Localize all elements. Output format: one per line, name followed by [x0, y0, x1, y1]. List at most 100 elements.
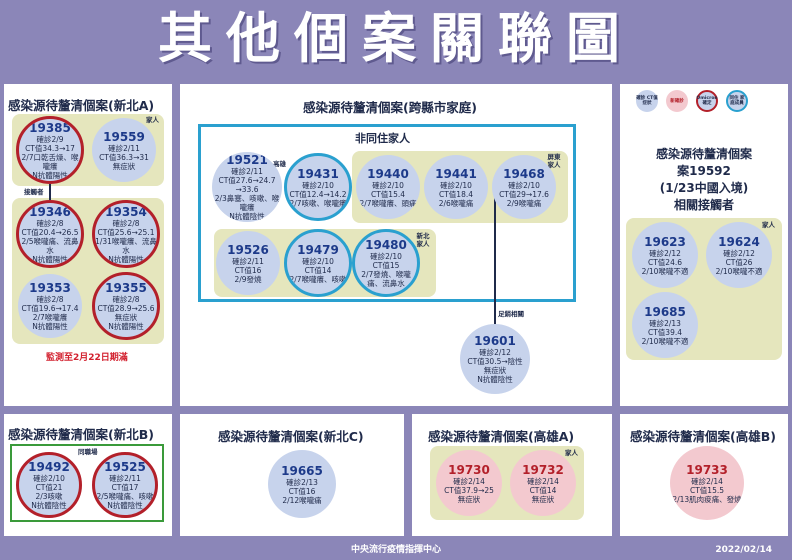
- case-id: 19730: [448, 462, 490, 477]
- case-line: 確診2/11: [109, 474, 141, 483]
- case-id: 19601: [474, 334, 516, 348]
- kaohsiung-a-header: 感染源待釐清個案(高雄A): [428, 429, 575, 444]
- case-node-19353: 19353 確診2/8 CT值19.6→17.4 2/7喉嚨癢 N抗體陽性: [18, 274, 82, 338]
- case-line: 確診2/14: [527, 476, 559, 486]
- case-line: 確診2/8: [112, 295, 140, 304]
- case-line: 2/7喉嚨癢: [32, 313, 68, 322]
- case-id: 19354: [105, 204, 147, 219]
- case-line: CT值26: [725, 257, 753, 267]
- case-line: 確診2/9: [36, 134, 64, 144]
- case-line: 確診2/10: [302, 256, 334, 266]
- case-node-19441: 19441 確診2/10 CT值18.4 2/6喉嚨痛: [424, 155, 488, 219]
- case-id: 19665: [281, 463, 323, 478]
- non-cohabiting-frame: [198, 124, 576, 302]
- legend-omicron: Omicron 確定: [696, 90, 718, 112]
- case-line: N抗體陰性: [31, 501, 67, 510]
- non-cohabiting-label: 非同住家人: [355, 132, 410, 145]
- case-line: N抗體陽性: [108, 254, 144, 264]
- case-node-19346: 19346 確診2/8 CT值20.4→26.5 2/5喉嚨痛、流鼻水 N抗體陽…: [16, 200, 84, 268]
- case-id: 19623: [644, 234, 686, 249]
- case-line: 2/9喉嚨痛: [506, 198, 542, 208]
- case-line: CT值29→17.6: [499, 189, 549, 199]
- case-line: CT值36.3→31: [99, 152, 149, 162]
- case-line: 無症狀: [114, 313, 138, 322]
- case-line: 無症狀: [457, 494, 481, 504]
- case-line: CT值16: [234, 265, 262, 275]
- case-line: 2/10喉嚨不適: [641, 336, 689, 346]
- case-line: 無症狀: [483, 366, 507, 375]
- case-node-19468: 19468 確診2/10 CT值29→17.6 2/9喉嚨痛: [492, 155, 556, 219]
- case-line: 2/13肌肉痠痛、發燒: [672, 494, 742, 504]
- case-line: 確診2/10: [302, 180, 334, 190]
- case-line: CT值12.4→14.2: [289, 189, 347, 199]
- case-line: N抗體陰性: [229, 212, 265, 221]
- case-line: 1/31喉嚨癢、流鼻水: [95, 236, 157, 255]
- newtaipei-c-header: 感染源待釐清個案(新北C): [218, 429, 364, 444]
- case-line: 確診2/14: [691, 476, 723, 486]
- case-line: N抗體陽性: [32, 170, 68, 180]
- case-line: CT值37.9→25: [444, 485, 494, 495]
- case-line: 無症狀: [112, 161, 136, 171]
- case-line: 確診2/11: [108, 143, 140, 153]
- case-line: CT值19.6→17.4: [21, 304, 79, 313]
- case-line: 2/7口乾舌燥、喉嚨癢: [21, 152, 79, 171]
- legend-new: 新確診: [666, 90, 688, 112]
- kaohsiung-b-header: 感染源待釐清個案(高雄B): [630, 429, 776, 444]
- case-id: 19431: [297, 166, 339, 181]
- case-id: 19525: [104, 460, 146, 474]
- workplace-frame: [10, 444, 164, 522]
- case-line: CT值18.4: [438, 189, 474, 199]
- case-id: 19441: [435, 166, 477, 181]
- case-id: 19440: [367, 166, 409, 181]
- case-line: CT值14: [529, 485, 557, 495]
- legend-cohabiting: 同住 家庭成員: [726, 90, 748, 112]
- case-line: 確診2/10: [440, 180, 472, 190]
- case-node-19355: 19355 確診2/8 CT值28.9→25.6 無症狀 N抗體陽性: [92, 272, 160, 340]
- case-node-19730: 19730 確診2/14 CT值37.9→25 無症狀: [436, 450, 502, 516]
- case-id: 19479: [297, 242, 339, 257]
- case-id: 19685: [644, 304, 686, 319]
- case-line: CT值16: [288, 486, 316, 496]
- case-line: N抗體陽性: [32, 322, 68, 331]
- case-line: CT值39.4: [647, 327, 683, 337]
- header-line: 感染源待釐清個案: [655, 147, 752, 161]
- case-node-19525: 19525 確診2/11 CT值17 2/5喉嚨痛、咳嗽 N抗體陰性: [92, 452, 158, 518]
- case-node-19624: 19624 確診2/12 CT值26 2/10喉嚨不適: [706, 222, 772, 288]
- case-line: 確診2/12: [479, 348, 511, 357]
- footer-date: 2022/02/14: [715, 545, 772, 555]
- case-node-19526: 19526 確診2/11 CT值16 2/9發燒: [216, 231, 280, 295]
- case-line: 確診2/8: [36, 295, 64, 304]
- case-line: N抗體陽性: [108, 322, 144, 331]
- footbath-tag: 足銷相關: [498, 310, 524, 318]
- case-node-19431: 19431 確診2/10 CT值12.4→14.2 2/7咳嗽、喉嚨癢: [284, 153, 352, 221]
- kaohsiung-a-family-tag: 家人: [565, 449, 578, 457]
- case-id: 19468: [503, 166, 545, 181]
- case-line: CT值14: [304, 265, 332, 275]
- case-line: 2/3鼻塞、咳嗽、喉嚨癢: [214, 194, 280, 212]
- newtaipei-a-family-tag: 家人: [146, 116, 159, 124]
- case-id: 19480: [365, 238, 407, 252]
- footbath-connector: [494, 196, 496, 326]
- case-line: CT值15.5: [689, 485, 725, 495]
- case-line: CT值15: [372, 261, 400, 270]
- case-line: 確診2/10: [370, 252, 402, 261]
- case-line: 確診2/13: [649, 318, 681, 328]
- pingtung-tag: 屏東家人: [547, 153, 561, 169]
- case-id: 19521: [226, 153, 268, 167]
- case-id: 19492: [28, 460, 70, 474]
- case-line: CT值28.9→25.6: [97, 304, 155, 313]
- case-line: 2/10喉嚨不適: [641, 266, 689, 276]
- case-line: 確診2/11: [231, 167, 263, 176]
- case-line: 2/7發燒、喉嚨痛、流鼻水: [361, 270, 411, 288]
- case-line: 確診2/10: [508, 180, 540, 190]
- case-id: 19624: [718, 234, 760, 249]
- case-node-19685: 19685 確診2/13 CT值39.4 2/10喉嚨不適: [632, 292, 698, 358]
- case-node-19440: 19440 確診2/10 CT值15.4 2/7喉嚨癢、頭痛: [356, 155, 420, 219]
- case-line: CT值25.6→25.1: [97, 227, 155, 237]
- case-line: 無症狀: [531, 494, 555, 504]
- page-title: 其他個案關聯圖: [158, 7, 634, 70]
- cross-county-header: 感染源待釐清個案(跨縣市家庭): [303, 100, 477, 115]
- case-node-19521: 19521 確診2/11 CT值27.6→24.7 →33.6 2/3鼻塞、咳嗽…: [212, 152, 282, 222]
- case-line: 確診2/13: [286, 477, 318, 487]
- contact-connector: [49, 184, 51, 200]
